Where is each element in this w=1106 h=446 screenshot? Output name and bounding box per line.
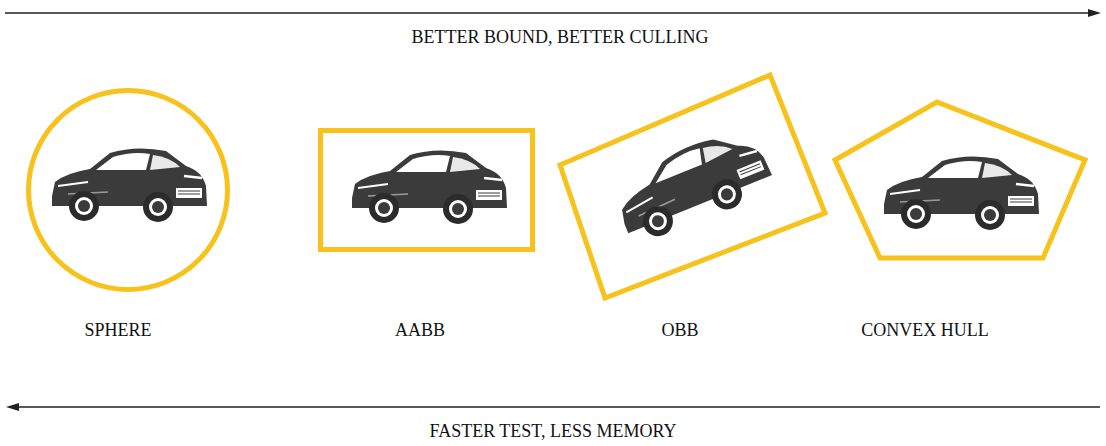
arrow-line bbox=[5, 12, 1090, 14]
volume-label: SPHERE bbox=[84, 320, 151, 342]
volume-label: AABB bbox=[395, 320, 445, 342]
axis-caption: FASTER TEST, LESS MEMORY bbox=[429, 421, 676, 443]
outline-shape bbox=[560, 75, 825, 298]
volume-label: CONVEX HULL bbox=[861, 320, 989, 342]
bounding-volume: OBB bbox=[560, 75, 825, 298]
bounding-volume: SPHERE bbox=[26, 88, 230, 292]
volume-label: OBB bbox=[661, 320, 698, 342]
bounding-volume: CONVEX HULL bbox=[835, 102, 1085, 258]
axis-caption: BETTER BOUND, BETTER CULLING bbox=[412, 27, 709, 49]
arrow-head bbox=[1088, 9, 1101, 17]
outline-shape bbox=[835, 102, 1085, 258]
car-picture bbox=[884, 156, 1039, 230]
bounding-volume: AABB bbox=[318, 128, 535, 252]
outline-shape bbox=[560, 75, 825, 298]
arrow-head bbox=[6, 403, 19, 411]
outline-shape bbox=[318, 128, 535, 252]
outline-shape bbox=[835, 102, 1085, 258]
outline-shape bbox=[29, 91, 228, 290]
outline-shape bbox=[321, 131, 533, 250]
outline-shape bbox=[26, 88, 230, 292]
car-picture bbox=[352, 150, 507, 224]
car-picture bbox=[52, 148, 207, 222]
arrow-line bbox=[18, 406, 1100, 408]
car-picture bbox=[607, 122, 778, 248]
